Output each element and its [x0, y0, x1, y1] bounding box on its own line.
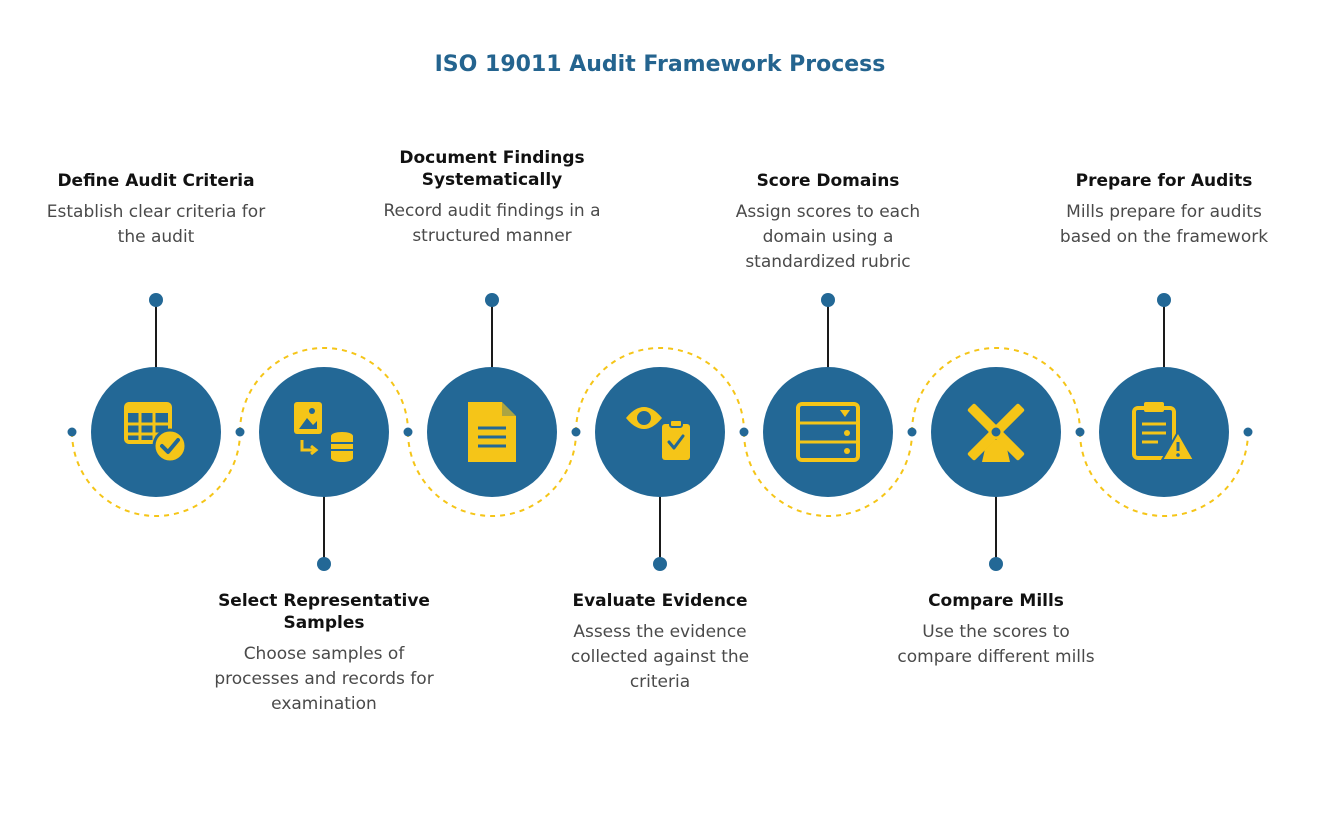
arc-7 [1079, 431, 1249, 517]
step-1-text: Define Audit Criteria Establish clear cr… [46, 170, 266, 250]
step-7-title: Prepare for Audits [1075, 171, 1253, 191]
image-database-icon [294, 402, 353, 462]
connector-dot [739, 427, 749, 437]
step-1-title: Define Audit Criteria [57, 171, 255, 191]
leader-dot-3 [485, 293, 499, 307]
step-4-text: Evaluate Evidence Assess the evidence co… [540, 590, 780, 695]
step-circle-2 [259, 367, 389, 497]
eye-clipboard-icon [626, 407, 690, 460]
leader-dot-4 [653, 557, 667, 571]
leader-dot-7 [1157, 293, 1171, 307]
diagram-title: ISO 19011 Audit Framework Process [434, 52, 886, 77]
connector-dot [1075, 427, 1085, 437]
arc-5 [743, 431, 913, 517]
step-2-text: Select Representative Samples Choose sam… [214, 590, 434, 717]
windmill-icon [967, 403, 1025, 462]
step-circle-1 [91, 367, 221, 497]
table-check-icon [124, 402, 188, 464]
connector-dot [1243, 427, 1253, 437]
step-7-description: Mills prepare for audits based on the fr… [1059, 202, 1269, 247]
step-6-title: Compare Mills [928, 591, 1064, 611]
step-2-title: Select Representative Samples [218, 591, 430, 633]
document-icon [468, 402, 516, 462]
clipboard-warning-icon [1132, 402, 1195, 461]
step-5-description: Assign scores to each domain using a sta… [735, 202, 921, 272]
step-circles [91, 367, 1229, 497]
leader-dot-6 [989, 557, 1003, 571]
step-4-description: Assess the evidence collected against th… [570, 622, 750, 692]
step-3-title: Document Findings Systematically [399, 148, 585, 190]
connector-dot [403, 427, 413, 437]
step-circle-4 [595, 367, 725, 497]
arc-6 [911, 347, 1081, 433]
step-2-description: Choose samples of processes and records … [214, 644, 434, 714]
step-1-description: Establish clear criteria for the audit [46, 202, 266, 247]
connector-dot [67, 427, 77, 437]
arc-2 [239, 347, 409, 433]
leader-lines [149, 293, 1171, 571]
leader-dot-5 [821, 293, 835, 307]
server-rack-icon [796, 402, 860, 462]
step-5-text: Score Domains Assign scores to each doma… [708, 170, 948, 275]
connector-dot [235, 427, 245, 437]
leader-dot-2 [317, 557, 331, 571]
connector-dots [67, 427, 1253, 437]
step-6-text: Compare Mills Use the scores to compare … [886, 590, 1106, 670]
leader-dot-1 [149, 293, 163, 307]
connector-dot [571, 427, 581, 437]
step-circle-5 [763, 367, 893, 497]
step-4-title: Evaluate Evidence [572, 591, 748, 611]
step-5-title: Score Domains [756, 171, 900, 191]
step-7-text: Prepare for Audits Mills prepare for aud… [1054, 170, 1274, 250]
arc-4 [575, 347, 745, 433]
dashed-connector-arcs [71, 347, 1249, 517]
step-6-description: Use the scores to compare different mill… [897, 622, 1095, 667]
step-3-text: Document Findings Systematically Record … [382, 147, 602, 249]
arc-3 [407, 431, 577, 517]
connector-dot [907, 427, 917, 437]
arc-1 [71, 431, 241, 517]
step-3-description: Record audit findings in a structured ma… [383, 201, 601, 246]
